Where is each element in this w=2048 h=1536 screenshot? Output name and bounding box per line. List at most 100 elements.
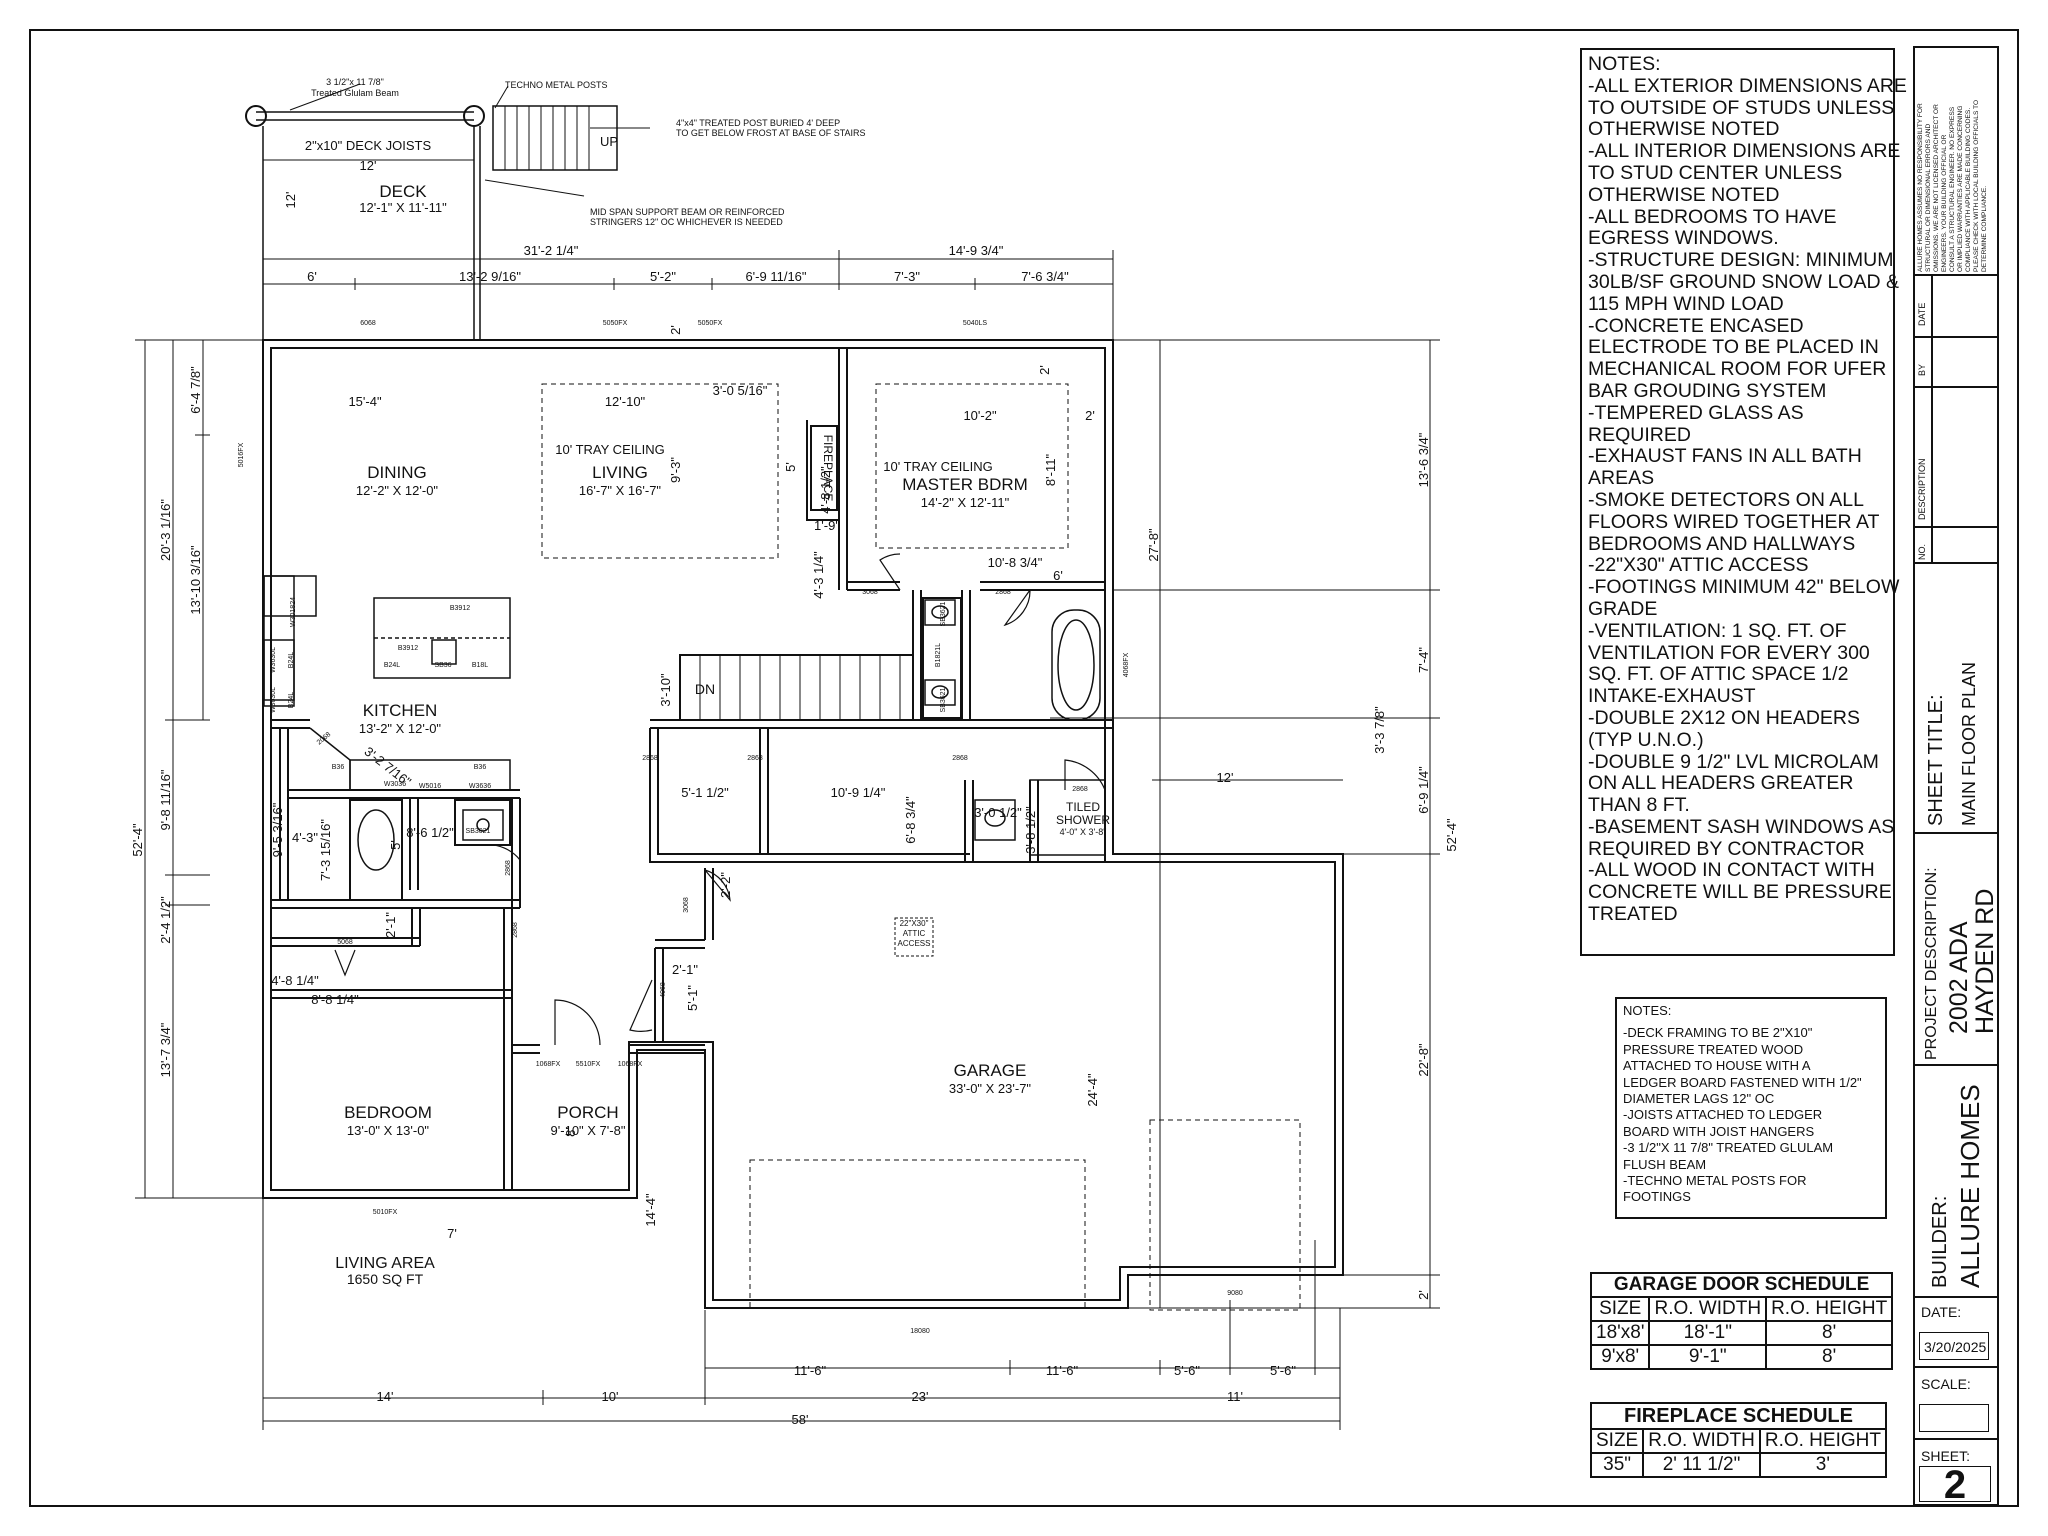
garage-schedule-header: R.O. WIDTH xyxy=(1648,1296,1768,1322)
sheet-number: 2 xyxy=(1919,1465,1991,1505)
attic-label-3: ACCESS xyxy=(898,939,931,948)
interior-dimension-label: 24'-4" xyxy=(1085,1073,1100,1107)
interior-dimension-label: 10'-8 3/4" xyxy=(988,555,1043,570)
disclaimer-line: DETERMINE COMPLIANCE. xyxy=(1981,185,1988,272)
note-line: (TYP U.N.O.) xyxy=(1588,728,1704,751)
note-line: 30LB/SF GROUND SNOW LOAD & xyxy=(1588,270,1899,293)
note-line: AREAS xyxy=(1588,467,1655,490)
bottom-dimension-lines xyxy=(262,1198,1341,1430)
disclaimer-line: PLEASE CHECK WITH LOCAL BUILDING OFFICIA… xyxy=(1973,99,1980,272)
note-line: ELECTRODE TO BE PLACED IN xyxy=(1588,336,1879,359)
midspan-note-2: STRINGERS 12" OC WHICHEVER IS NEEDED xyxy=(590,217,783,227)
scale-value xyxy=(1919,1404,1989,1432)
opening-tag: 2868 xyxy=(642,755,658,762)
tray-ceilings xyxy=(541,383,1069,559)
interior-dimension-label: 1'-9" xyxy=(814,518,840,533)
interior-dimension-label: 3'-8 1/2" xyxy=(1023,806,1038,854)
opening-tag: 4068 xyxy=(660,982,667,998)
sheet-title-cell: SHEET TITLE: MAIN FLOOR PLAN xyxy=(1915,564,1997,834)
dim-top-1: 6' xyxy=(307,269,317,284)
interior-dimension-label: 5' xyxy=(388,840,403,850)
note-line: -ALL BEDROOMS TO HAVE xyxy=(1588,205,1837,228)
dim-left-5: 2'-4 1/2" xyxy=(158,896,173,944)
opening-tag: B36 xyxy=(474,764,487,771)
fireplace-schedule-cell: 2' 11 1/2" xyxy=(1642,1452,1761,1478)
table-row: 35" 2' 11 1/2" 3' xyxy=(1589,1452,1887,1478)
interior-dimension-label: 7'-3 15/16" xyxy=(318,819,333,881)
garage-schedule-cell: 8' xyxy=(1765,1344,1894,1370)
note-line: TREATED xyxy=(1588,903,1678,926)
interior-dimension-label: 12' xyxy=(1217,770,1234,785)
title-block: ALLURE HOMES ASSUMES NO RESPONSIBILITY F… xyxy=(1913,46,1999,1506)
living-area-label: LIVING AREA xyxy=(335,1255,435,1272)
opening-tag: 2868 xyxy=(505,860,512,876)
dim-left-2: 20'-3 1/16" xyxy=(158,499,173,561)
bath-fixtures xyxy=(924,599,1106,856)
interior-dimension-label: 3'-0 5/16" xyxy=(713,383,768,398)
interior-dimension-label: 10'-9 1/4" xyxy=(831,785,886,800)
note-line: -ALL EXTERIOR DIMENSIONS ARE xyxy=(1588,74,1907,97)
fireplace-schedule-header: SIZE xyxy=(1589,1428,1645,1454)
note-line: -VENTILATION: 1 SQ. FT. OF xyxy=(1588,619,1847,642)
garage-schedule-cell: 9'-1" xyxy=(1648,1344,1768,1370)
opening-tag: B36 xyxy=(332,764,345,771)
scale-label: SCALE: xyxy=(1921,1376,1971,1392)
opening-tag: 5068 xyxy=(337,939,353,946)
dim-bottom-overall: 58' xyxy=(792,1412,809,1427)
date-label: DATE: xyxy=(1921,1304,1962,1320)
disclaimer-line: CONSULT A STRUCTURAL ENGINEER. NO EXPRES… xyxy=(1949,106,1956,272)
disclaimer-line: COMPLIANCE WITH APPLICABLE BUILDING CODE… xyxy=(1965,107,1972,272)
interior-dimension-label: 14'-4" xyxy=(643,1193,658,1227)
opening-tag: SB3021 xyxy=(466,828,491,835)
interior-dimension-label: 9'-5 3/16" xyxy=(270,802,285,857)
attic-access-hatch xyxy=(894,917,934,957)
interior-dimension-label: 8'-8 1/4" xyxy=(311,992,359,1007)
note-line: OTHERWISE NOTED xyxy=(1588,183,1780,206)
dim-bottom-8: 11' xyxy=(1227,1389,1243,1404)
fireplace-schedule-cell: 3' xyxy=(1758,1452,1887,1478)
master-name: MASTER BDRM xyxy=(902,475,1028,494)
interior-dimension-label: 4'-3" xyxy=(292,830,318,845)
note-line: -SMOKE DETECTORS ON ALL xyxy=(1588,488,1864,511)
dim-left-4: 9'-8 11/16" xyxy=(158,769,173,830)
interior-dimension-label: 2'-2" xyxy=(718,872,733,898)
dim-right-5: 6'-9 1/4" xyxy=(1416,766,1431,814)
dim-top-5: 7'-3" xyxy=(894,269,920,284)
note-line: -JOISTS ATTACHED TO LEDGER xyxy=(1623,1107,1823,1123)
opening-tag: 5016FX xyxy=(238,442,245,467)
garage-schedule-cell: 9'x8' xyxy=(1589,1344,1651,1370)
opening-tag: B24L xyxy=(384,662,400,669)
fireplace-schedule-title: FIREPLACE SCHEDULE xyxy=(1590,1402,1887,1430)
general-notes-title: NOTES: xyxy=(1588,53,1661,75)
opening-tag: 6068 xyxy=(360,320,376,327)
kitchen-cabinets xyxy=(263,575,511,871)
opening-tag: B1821L xyxy=(935,643,942,667)
glulam-note-2: Treated Glulam Beam xyxy=(311,88,399,98)
dim-bottom-3: 5'-6" xyxy=(1174,1363,1200,1378)
garage-schedule-header: R.O. HEIGHT xyxy=(1765,1296,1894,1322)
deck-name: DECK xyxy=(379,182,427,201)
opening-tag: B3912 xyxy=(450,605,470,612)
note-line: -STRUCTURE DESIGN: MINIMUM xyxy=(1588,249,1894,272)
dining-size: 12'-2" X 12'-0" xyxy=(356,483,439,498)
note-line: LEDGER BOARD FASTENED WITH 1/2" xyxy=(1623,1074,1862,1090)
interior-dimension-label: 7' xyxy=(447,1226,457,1241)
opening-tag: 5510FX xyxy=(576,1061,601,1068)
interior-dimension-label: 3'-0 1/2" xyxy=(974,805,1022,820)
note-line: EGRESS WINDOWS. xyxy=(1588,227,1779,250)
interior-dimension-label: 2' xyxy=(1085,408,1095,423)
dim-top-3: 5'-2" xyxy=(650,269,676,284)
dim-bottom-2: 11'-6" xyxy=(1046,1363,1079,1378)
interior-dimension-label: 2'-1" xyxy=(383,912,398,938)
deck-depth-dim: 12' xyxy=(283,192,298,209)
project-line-1: 2002 ADA xyxy=(1945,921,1973,1034)
opening-tag: W301824 xyxy=(290,597,297,627)
opening-tag: 9080 xyxy=(1227,1290,1243,1297)
interior-dimension-label: 15'-4" xyxy=(348,394,382,409)
disclaimer-line: ENGINEERS. YOUR BUILDING OFFICIAL OR xyxy=(1941,134,1948,272)
posts-note: TECHNO METAL POSTS xyxy=(505,80,608,90)
interior-dimension-label: 12'-10" xyxy=(605,394,646,409)
note-line: MECHANICAL ROOM FOR UFER xyxy=(1588,358,1887,381)
